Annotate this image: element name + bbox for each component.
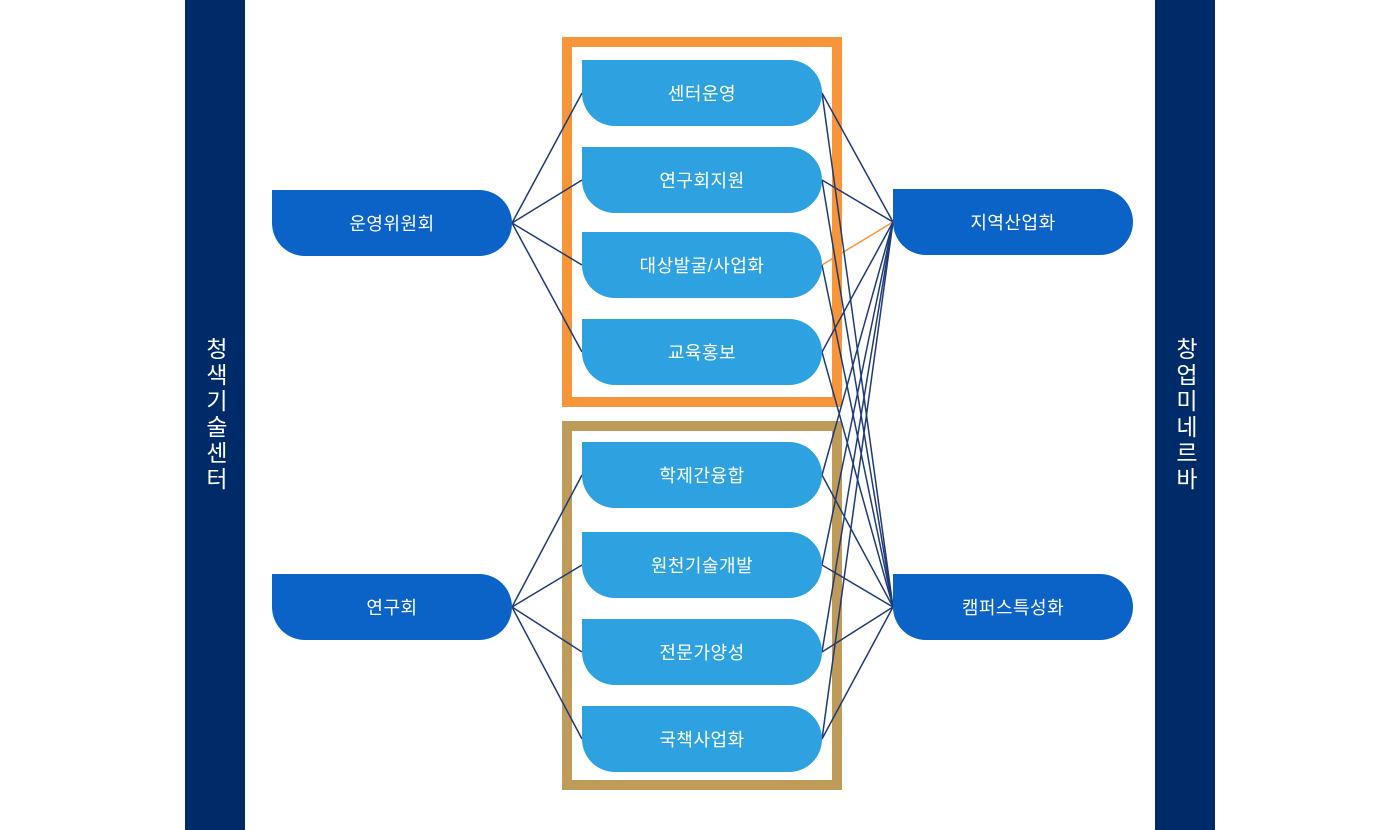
node-label: 지역산업화 <box>970 213 1056 233</box>
node-research-group: 연구회 <box>272 574 512 640</box>
node-expert-training: 전문가양성 <box>582 619 822 685</box>
node-interdisciplinary-convergence: 학제간융합 <box>582 442 822 508</box>
node-national-project-commercialization: 국책사업화 <box>582 706 822 772</box>
node-label: 대상발굴/사업화 <box>639 256 765 276</box>
node-label: 센터운영 <box>667 84 737 104</box>
node-steering-committee: 운영위원회 <box>272 190 512 256</box>
node-label: 캠퍼스특성화 <box>961 598 1065 618</box>
left-sidebar: 청색기술센터 <box>185 0 245 830</box>
node-label: 운영위원회 <box>349 214 435 234</box>
node-label: 연구회지원 <box>659 171 745 191</box>
node-regional-industrialization: 지역산업화 <box>893 189 1133 255</box>
node-education-promotion: 교육홍보 <box>582 319 822 385</box>
node-label: 전문가양성 <box>659 643 745 663</box>
node-target-discovery-commercialization: 대상발굴/사업화 <box>582 232 822 298</box>
left-sidebar-label: 청색기술센터 <box>202 337 228 493</box>
node-center-operations: 센터운영 <box>582 60 822 126</box>
node-research-group-support: 연구회지원 <box>582 147 822 213</box>
node-label: 학제간융합 <box>659 466 745 486</box>
right-sidebar: 창업미네르바 <box>1155 0 1215 830</box>
node-label: 교육홍보 <box>667 343 737 363</box>
node-campus-specialization: 캠퍼스특성화 <box>893 574 1133 640</box>
node-label: 원천기술개발 <box>650 556 754 576</box>
node-label: 연구회 <box>366 598 418 618</box>
right-sidebar-label: 창업미네르바 <box>1172 337 1198 493</box>
node-label: 국책사업화 <box>659 730 745 750</box>
node-core-technology-development: 원천기술개발 <box>582 532 822 598</box>
